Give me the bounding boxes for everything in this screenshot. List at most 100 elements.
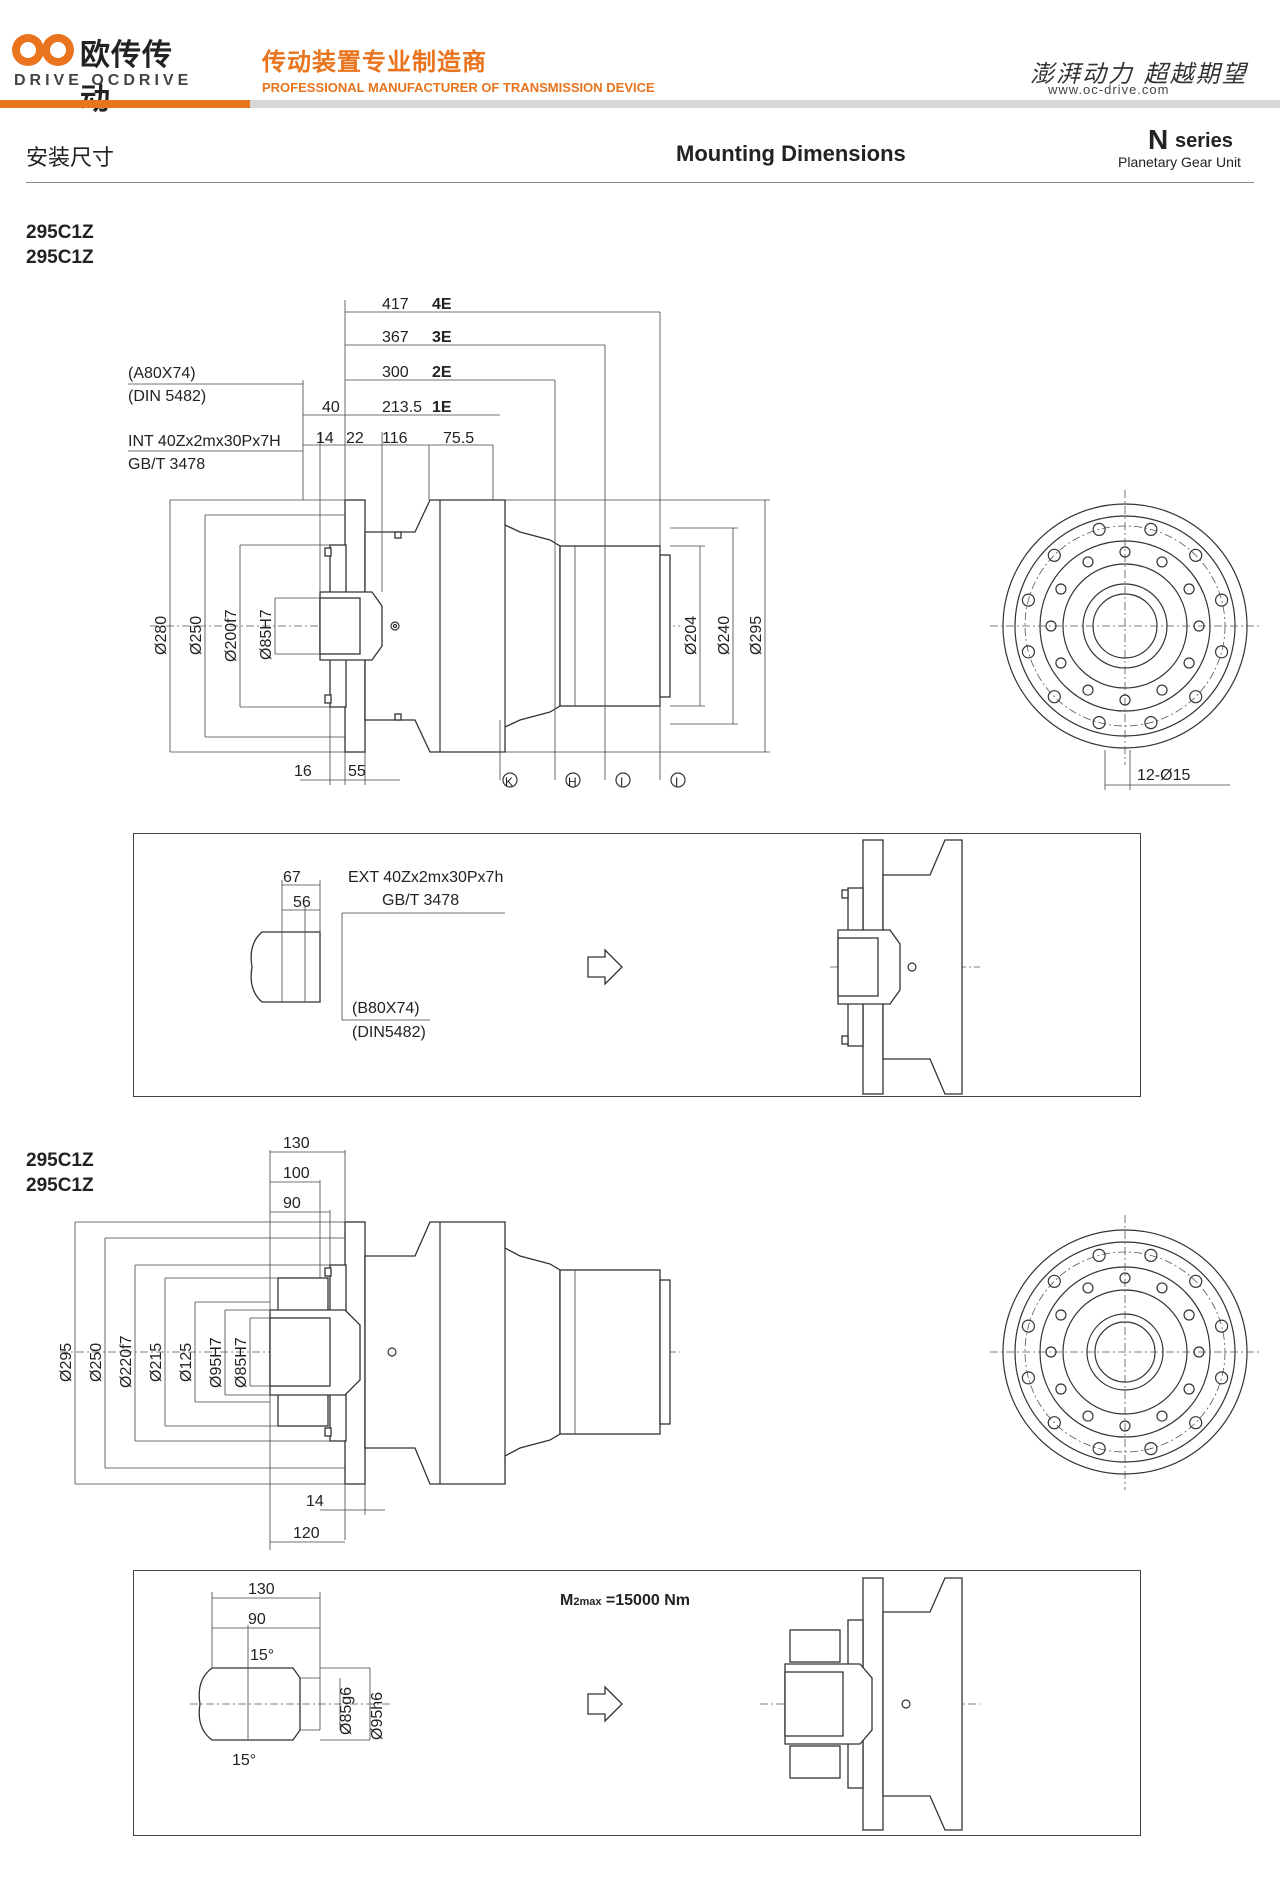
bolt-hole: [1214, 1371, 1229, 1385]
header-accent-bar: [0, 100, 250, 108]
dim2-d85h7: Ø85H7: [233, 1337, 250, 1388]
inner-hole: [1045, 1346, 1057, 1358]
series-letter: N: [1148, 124, 1169, 155]
dim-d204: Ø204: [683, 616, 700, 655]
slogan: 澎湃动力 超越期望: [1030, 60, 1248, 88]
bolt-hole: [1189, 1274, 1203, 1288]
dim-4e: 4E: [432, 296, 452, 313]
section-title-en: Mounting Dimensions: [676, 141, 906, 166]
inner-hole: [1183, 1383, 1195, 1395]
drawing2-front-view: [990, 1215, 1260, 1490]
inner-hole: [1156, 1410, 1168, 1422]
dim-2135: 213.5: [382, 399, 422, 416]
box2-dim-130: 130: [248, 1581, 275, 1598]
ext-spline: EXT 40Zx2mx30Px7h: [348, 869, 503, 886]
spline-a: (A80X74): [128, 365, 196, 382]
arrow-right-icon: [587, 1685, 623, 1723]
bolt-hole: [1189, 1416, 1203, 1430]
bolt-hole: [1021, 645, 1036, 659]
gear-logo-icon: [12, 34, 74, 66]
dim-1e: 1E: [432, 399, 452, 416]
bolt-hole: [1189, 690, 1203, 704]
inner-hole: [1193, 620, 1205, 632]
inner-hole: [1055, 1309, 1067, 1321]
inner-hole: [1119, 1272, 1131, 1284]
bolt-hole: [1092, 1248, 1106, 1263]
dim-40: 40: [322, 399, 340, 416]
model-line: 295C1Z: [26, 1175, 94, 1196]
dim2-d250: Ø250: [88, 1343, 105, 1382]
dim-417: 417: [382, 296, 409, 313]
dim-300: 300: [382, 364, 409, 381]
dim-56: 56: [293, 894, 311, 911]
bolt-hole: [1144, 522, 1158, 537]
dim-55: 55: [348, 763, 366, 780]
spline-option-box-1: [133, 833, 1141, 1097]
brand-name-en: DRIVE OCDRIVE: [14, 72, 193, 89]
website-link[interactable]: www.oc-drive.com: [1048, 82, 1170, 97]
bolt-hole: [1144, 1248, 1158, 1263]
view-k: K: [505, 775, 513, 789]
bolt-holes: [1021, 522, 1229, 730]
bolt-hole: [1047, 1274, 1061, 1288]
dim2-d95h7: Ø95H7: [208, 1337, 225, 1388]
inner-hole: [1082, 556, 1094, 568]
dim-16: 16: [294, 763, 312, 780]
model-label-1: 295C1Z 295C1Z: [26, 220, 94, 270]
dim-d295: Ø295: [748, 616, 765, 655]
dim-d95h6: Ø95h6: [369, 1692, 386, 1740]
model-line: 295C1Z: [26, 222, 94, 243]
dim2-d295: Ø295: [58, 1343, 75, 1382]
angle-bottom: 15°: [232, 1752, 256, 1769]
brand-logo: 欧传传动 DRIVE OCDRIVE: [8, 28, 198, 116]
bolt-hole: [1047, 1416, 1061, 1430]
dim-2e: 2E: [432, 364, 452, 381]
drawing2-side-view: 130 100 90 Ø295 Ø250 Ø220f7 Ø215 Ø125 Ø9…: [58, 1135, 680, 1550]
page-header: 欧传传动 DRIVE OCDRIVE 传动装置专业制造商 PROFESSIONA…: [0, 0, 1280, 116]
inner-hole: [1119, 694, 1131, 706]
dim-d240: Ø240: [716, 616, 733, 655]
header-grey-bar: [250, 100, 1280, 108]
header-divider: [26, 182, 1254, 183]
inner-hole: [1082, 1410, 1094, 1422]
drawing1-side-view: 417 4E 367 3E 300 2E 213.5 1E 40 14 22 1…: [128, 296, 770, 789]
inner-hole: [1055, 1383, 1067, 1395]
drawing1-front-view: 12-Ø15: [990, 490, 1260, 790]
bolt-hole: [1021, 593, 1036, 607]
dim-116: 116: [382, 430, 408, 447]
bolt-hole: [1189, 548, 1203, 562]
angle-top: 15°: [250, 1647, 274, 1664]
dim-67: 67: [283, 869, 301, 886]
view-i2: I: [675, 775, 678, 789]
inner-hole: [1082, 1282, 1094, 1294]
dim-90: 90: [283, 1195, 301, 1212]
dim-100: 100: [283, 1165, 310, 1182]
brand-name-cn: 欧传传动: [80, 39, 173, 116]
dim-3e: 3E: [432, 329, 452, 346]
inner-hole: [1119, 1420, 1131, 1432]
bolt-hole: [1047, 690, 1061, 704]
dim-d280: Ø280: [153, 616, 170, 655]
bolt-hole: [1144, 1441, 1158, 1456]
b-spline: (B80X74): [352, 1000, 420, 1017]
inner-hole: [1055, 657, 1067, 669]
dim2-120: 120: [293, 1525, 320, 1542]
box2-dim-90: 90: [248, 1611, 266, 1628]
dim-d85h7: Ø85H7: [258, 609, 275, 660]
bolt-hole: [1214, 645, 1229, 659]
bolt-hole: [1092, 715, 1106, 730]
spline-int: INT 40Zx2mx30Px7H: [128, 433, 281, 450]
inner-hole: [1055, 583, 1067, 595]
torque-label: M2max =15000 Nm: [560, 1592, 690, 1609]
bolt-holes: [1021, 1248, 1229, 1456]
view-i1: I: [620, 775, 623, 789]
model-line: 295C1Z: [26, 1150, 94, 1171]
b-din: (DIN5482): [352, 1024, 426, 1041]
bolt-hole: [1214, 593, 1229, 607]
dim2-d215: Ø215: [148, 1343, 165, 1382]
bolt-hole: [1047, 548, 1061, 562]
box2-content: 130 90 15° 15° Ø85g6 Ø95h6 M2max =15000 …: [190, 1577, 980, 1831]
dim2-d220f7: Ø220f7: [118, 1335, 135, 1388]
series-word: series: [1175, 130, 1233, 152]
